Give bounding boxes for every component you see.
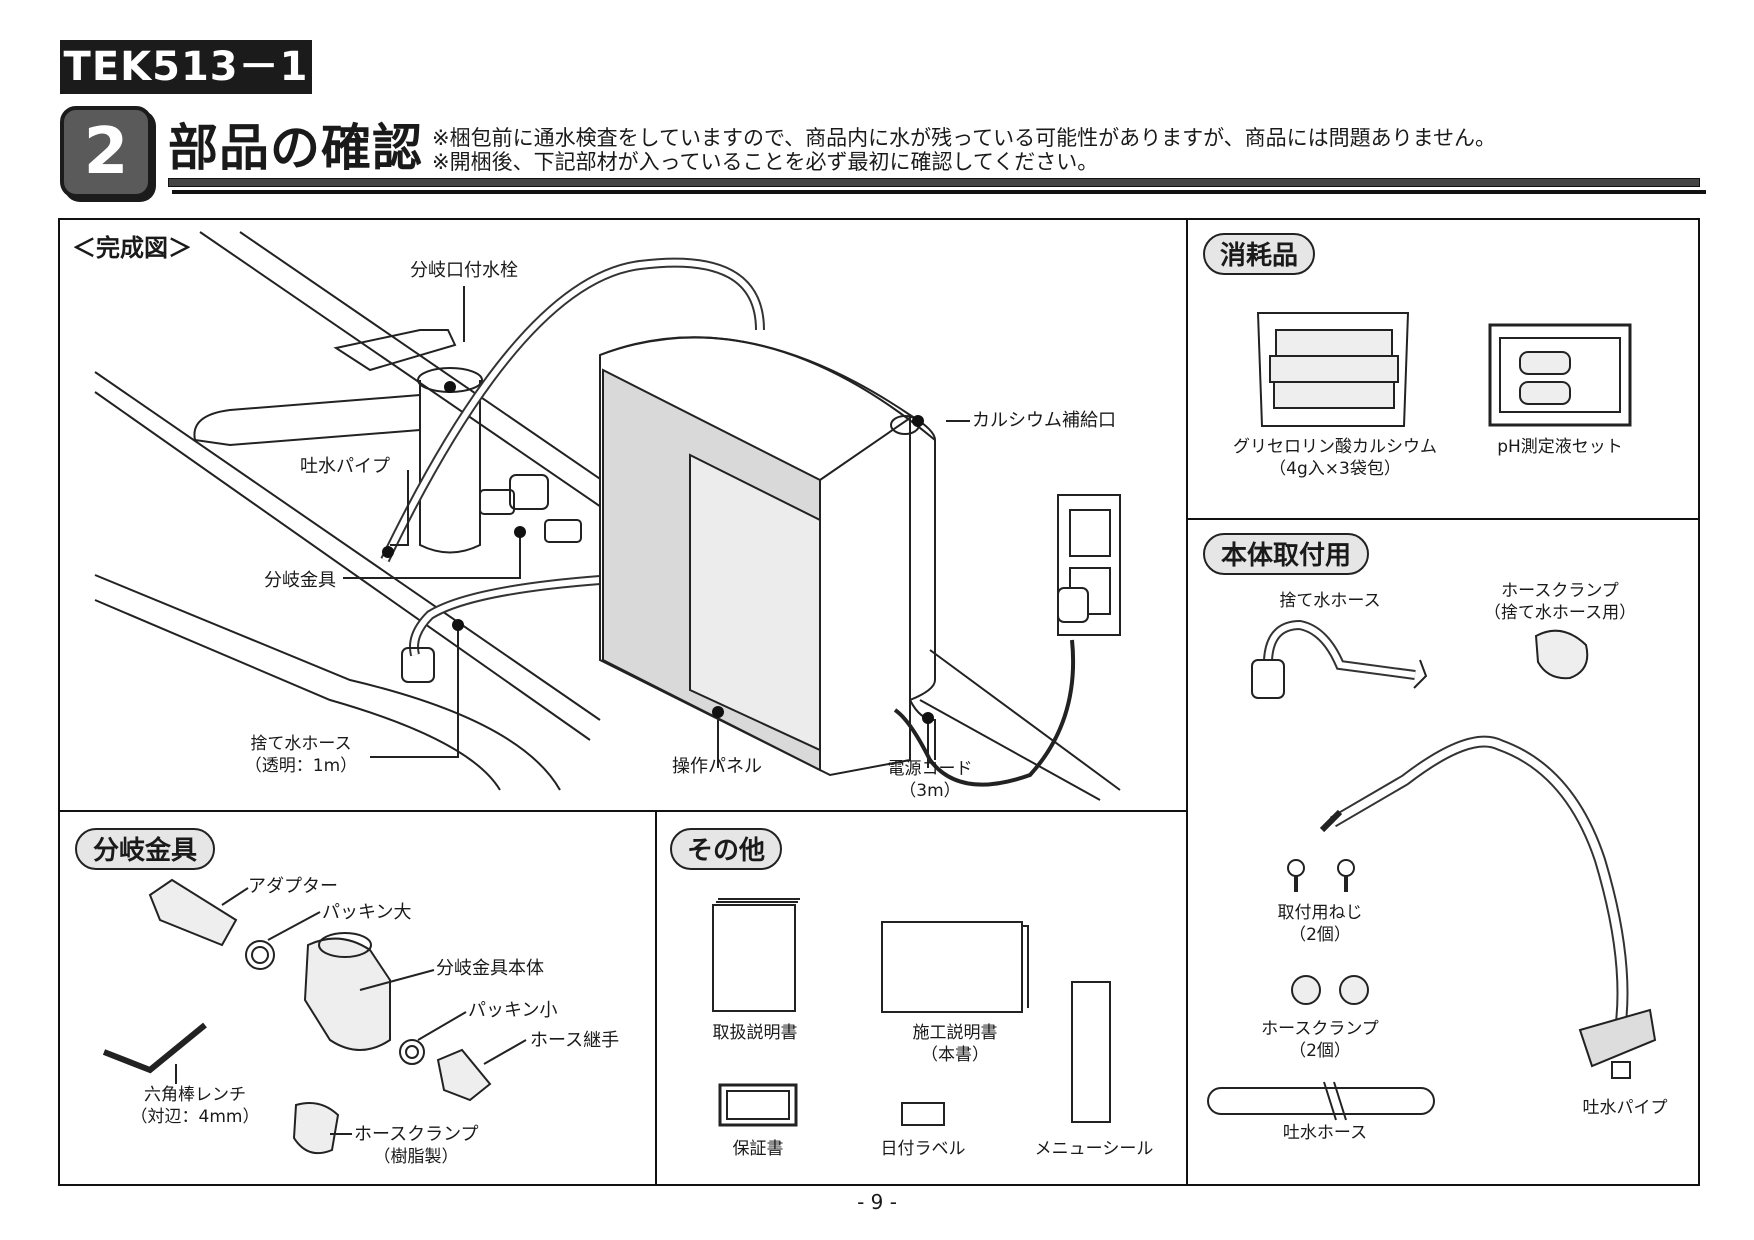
header-rule-shadow [172, 190, 1706, 194]
divider-vertical-bottom [655, 810, 657, 1186]
branch-adapter: アダプター [248, 876, 338, 897]
body-hose-clamps-note: （2個） [1289, 1041, 1351, 1061]
consumable-ph-set: pH測定液セット [1497, 437, 1623, 457]
consumable-calcium-note: （4g入×3袋包） [1269, 459, 1401, 479]
section-title: 部品の確認 [168, 119, 423, 177]
note-line-2: ※開梱後、下記部材が入っていることを必ず最初に確認してください。 [432, 150, 1099, 174]
branch-hose-clamp: ホースクランプ [354, 1124, 479, 1145]
label-power-cord: 電源コード [887, 759, 973, 779]
branch-packing-small: パッキン小 [468, 1000, 558, 1021]
body-screws-note: （2個） [1289, 925, 1351, 945]
body-screws: 取付用ねじ [1277, 903, 1363, 923]
body-spout-pipe: 吐水パイプ [1582, 1098, 1668, 1118]
branch-hex-wrench-note: （対辺：4mm） [130, 1107, 260, 1127]
divider-vertical-right [1186, 218, 1188, 1186]
branch-hose-joint: ホース継手 [530, 1030, 620, 1051]
others-warranty: 保証書 [732, 1139, 784, 1159]
note-line-1: ※梱包前に通水検査をしていますので、商品内に水が残っている可能性がありますが、商… [432, 126, 1497, 150]
divider-horizontal-left [58, 810, 1188, 812]
branch-hose-clamp-note: （樹脂製） [373, 1147, 459, 1167]
body-spout-hose: 吐水ホース [1282, 1123, 1368, 1143]
content-frame [58, 218, 1700, 1186]
body-hose-clamps: ホースクランプ [1261, 1019, 1379, 1039]
body-drain-hose: 捨て水ホース [1279, 591, 1381, 611]
divider-horizontal-right [1186, 518, 1700, 520]
body-hose-clamp: ホースクランプ [1501, 581, 1619, 601]
body-mount-title: 本体取付用 [1203, 533, 1369, 575]
section-number-badge: 2 [60, 106, 152, 198]
others-title: その他 [670, 828, 782, 870]
branch-hex-wrench: 六角棒レンチ [144, 1085, 246, 1105]
body-hose-clamp-note: （捨て水ホース用） [1483, 603, 1637, 623]
consumables-title: 消耗品 [1203, 233, 1315, 275]
label-branch-fitting: 分岐金具 [264, 570, 336, 591]
others-date-label: 日付ラベル [880, 1139, 966, 1159]
label-drain-hose: 捨て水ホース [250, 734, 352, 754]
label-control-panel: 操作パネル [672, 756, 762, 777]
branch-packing-large: パッキン大 [322, 902, 412, 923]
branch-parts-title: 分岐金具 [75, 828, 215, 870]
label-calcium-port: カルシウム補給口 [972, 410, 1116, 431]
header-rule [168, 178, 1700, 187]
others-menu-sticker: メニューシール [1034, 1139, 1154, 1159]
label-faucet: 分岐口付水栓 [410, 260, 518, 281]
model-number: TEK513－1 [60, 40, 312, 94]
others-install-manual-note: （本書） [921, 1045, 989, 1065]
branch-body: 分岐金具本体 [436, 958, 544, 979]
others-manual: 取扱説明書 [712, 1023, 798, 1043]
label-drain-hose-note: （透明：1m） [244, 756, 358, 776]
page-number: - 9 - [857, 1190, 897, 1214]
consumable-calcium-name: グリセロリン酸カルシウム [1233, 437, 1437, 457]
label-power-cord-note: （3m） [899, 781, 961, 801]
others-install-manual: 施工説明書 [912, 1023, 998, 1043]
completed-view-title: ＜完成図＞ [72, 234, 192, 262]
label-spout-pipe: 吐水パイプ [300, 456, 390, 477]
